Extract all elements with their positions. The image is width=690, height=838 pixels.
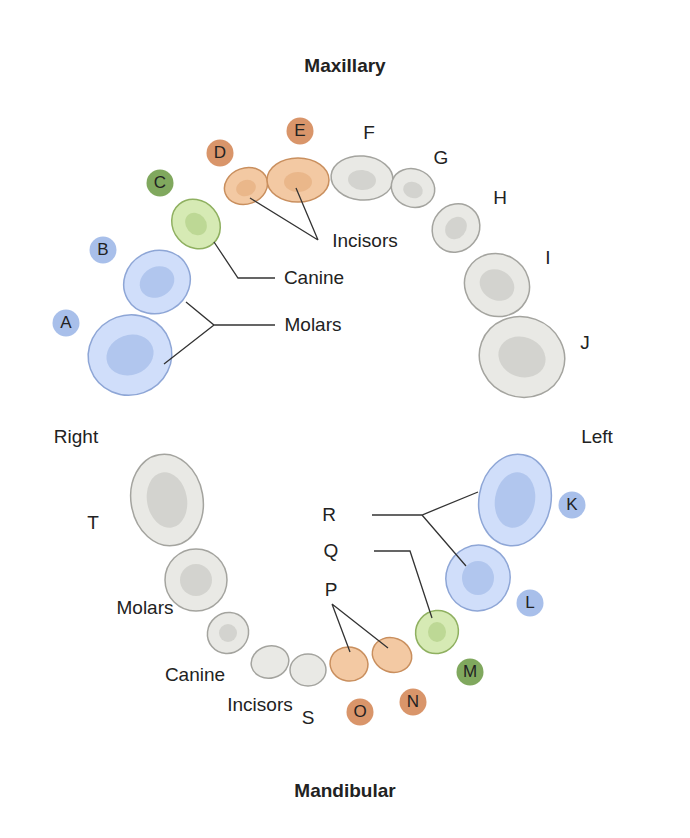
tooth-detail [474,263,520,307]
leader-line [214,242,275,278]
circle-fill [53,310,80,337]
tooth-letter: N [399,688,427,716]
tooth-type-label: Q [324,541,339,562]
tooth-detail [142,469,191,531]
circle-fill [347,699,374,726]
circle-fill [90,237,117,264]
leader-line [374,551,432,618]
tooth-letter: I [545,248,550,269]
tooth-type-label: Incisors [332,231,397,252]
tooth-detail [101,328,160,382]
arch-label: Mandibular [294,781,395,802]
incisor-tooth [386,163,440,214]
molar-tooth [112,238,202,326]
tooth-letter-circle: O [346,698,374,726]
leader-line [164,302,275,364]
side-label: Right [54,427,98,448]
tooth-letter: H [493,188,507,209]
tooth-type-label: P [325,580,338,601]
tooth-letter: K [558,491,586,519]
tooth-letter: Canine [165,665,225,686]
tooth-detail [493,330,552,384]
tooth-letter: G [434,148,449,169]
tooth-letter: C [146,169,174,197]
incisor-tooth [329,153,395,202]
molar-tooth [453,242,541,329]
tooth-letter: D [206,139,234,167]
tooth-type-label: Molars [284,315,341,336]
tooth-detail [347,169,377,191]
tooth-letter: E [286,117,314,145]
tooth-letter: J [580,333,590,354]
tooth-letter: Molars [116,598,173,619]
tooth-type-label: R [322,505,336,526]
side-label: Left [581,427,613,448]
tooth-letter: O [346,698,374,726]
tooth-letter: F [363,123,375,144]
tooth-letter-circle: K [558,491,586,519]
tooth-detail [441,212,472,243]
incisor-tooth [267,158,329,202]
canine-tooth [422,194,489,262]
circle-fill [207,140,234,167]
tooth-detail [134,260,180,304]
tooth-detail [284,172,312,192]
incisor-tooth [248,642,293,683]
circle-fill [400,689,427,716]
tooth-letter-circle: B [89,236,117,264]
circle-fill [559,492,586,519]
tooth-letter: A [52,309,80,337]
leader-line [250,188,318,240]
tooth-detail [219,624,237,642]
tooth-letter: S [302,708,315,729]
leader-line [372,492,478,566]
tooth-letter-circle: D [206,139,234,167]
tooth-letter-circle: A [52,309,80,337]
tooth-letter: M [456,658,484,686]
circle-fill [457,659,484,686]
tooth-letter: T [87,513,99,534]
tooth-letter-circle: N [399,688,427,716]
tooth-detail [401,179,425,201]
tooth-detail [428,622,446,642]
molar-tooth [77,303,183,407]
circle-fill [287,118,314,145]
arch-label: Maxillary [304,56,385,77]
tooth-detail [180,564,212,596]
tooth-letter-circle: E [286,117,314,145]
molar-tooth [165,549,227,611]
tooth-detail [234,177,258,199]
tooth-letter: L [516,589,544,617]
tooth-detail [490,469,539,531]
circle-fill [147,170,174,197]
canine-tooth [162,189,231,258]
tooth-detail [181,208,212,239]
tooth-letter-circle: C [146,169,174,197]
molar-tooth [437,536,520,620]
incisor-tooth [219,162,273,211]
leader-line [332,604,388,652]
incisor-tooth [367,632,416,678]
tooth-letter-circle: L [516,589,544,617]
tooth-type-label: Canine [284,268,344,289]
tooth-letter: Incisors [227,695,292,716]
circle-fill [517,590,544,617]
canine-tooth [407,602,467,663]
canine-tooth [199,604,257,662]
molar-tooth [468,305,576,410]
molar-tooth [472,448,559,551]
incisor-tooth [290,654,326,686]
molar-tooth [124,448,211,551]
tooth-detail [462,561,494,595]
tooth-letter-circle: M [456,658,484,686]
tooth-letter: B [89,236,117,264]
